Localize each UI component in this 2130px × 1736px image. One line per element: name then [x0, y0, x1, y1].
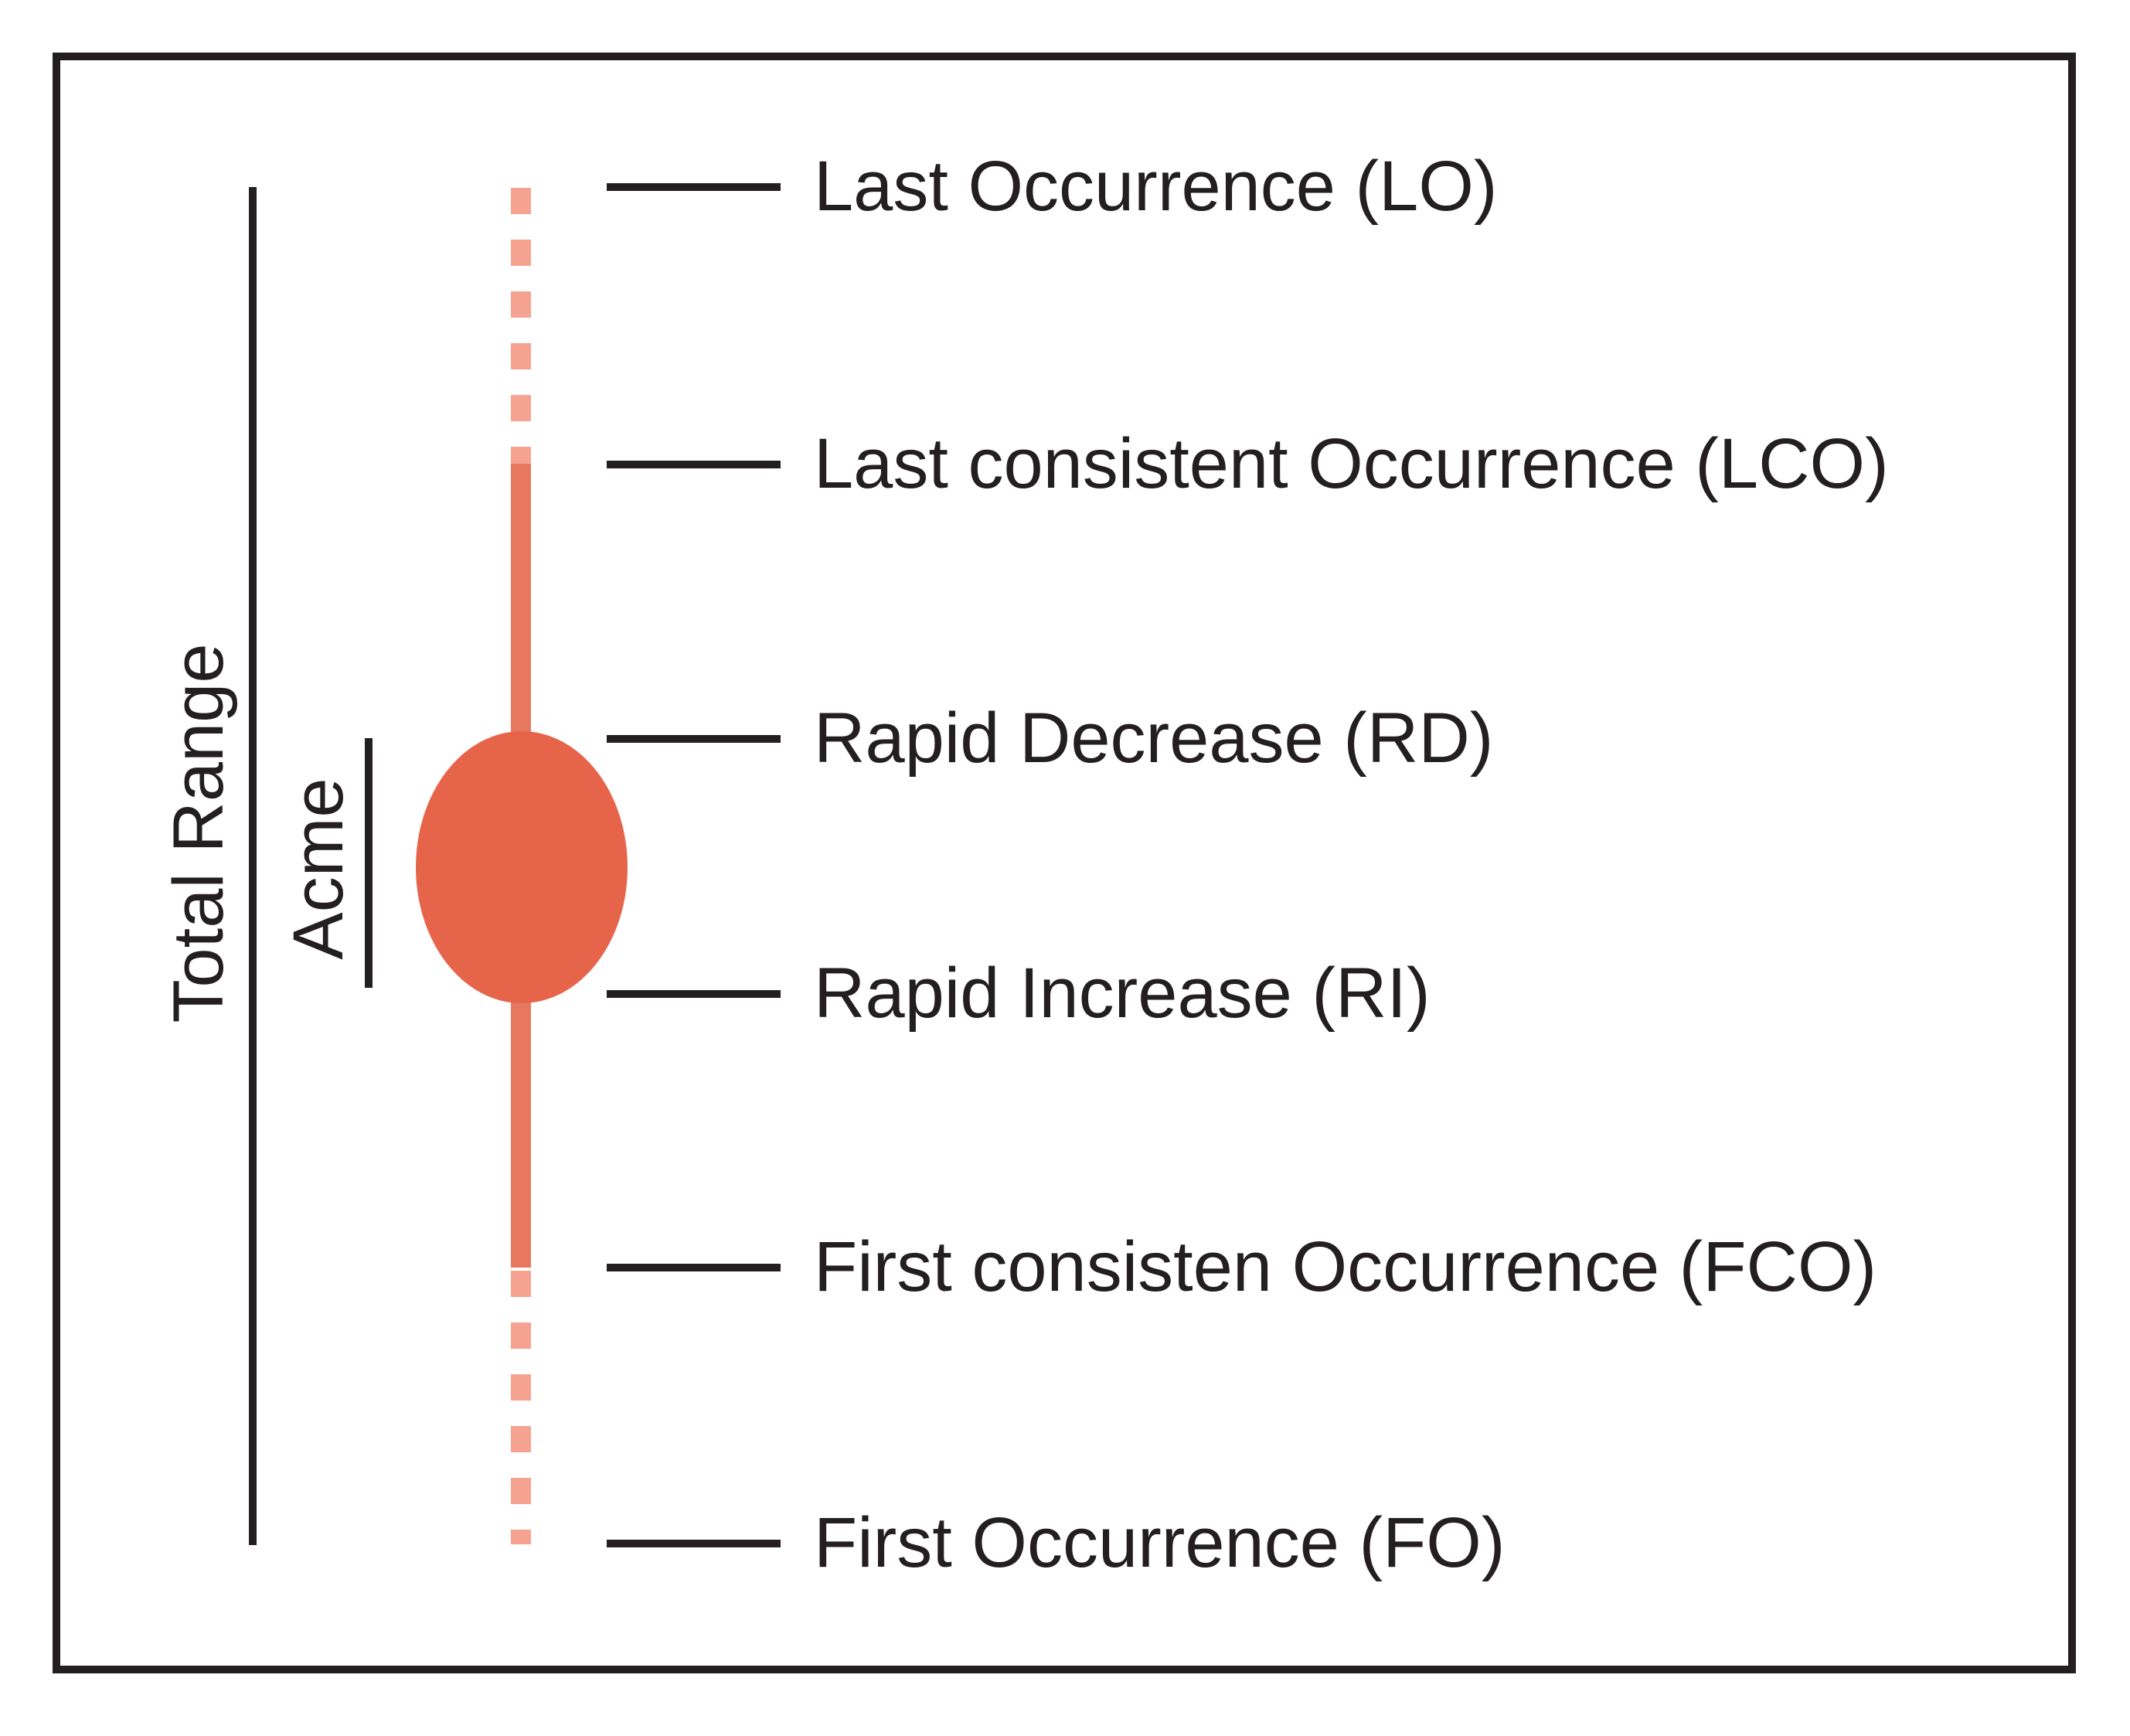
total-range-label: Total Range	[159, 643, 238, 1023]
range-dashed-line-bottom	[511, 1271, 531, 1544]
acme-bracket-line	[365, 738, 373, 988]
label-rapid-decrease: Rapid Decrease (RD)	[814, 699, 1494, 778]
label-rapid-increase: Rapid Increase (RI)	[814, 954, 1431, 1033]
tick-last-occurrence	[607, 183, 781, 191]
label-first-consistent-occurrence: First consisten Occurrence (FCO)	[814, 1227, 1877, 1307]
range-dashed-line-top	[511, 188, 531, 464]
label-first-occurrence: First Occurrence (FO)	[814, 1503, 1506, 1583]
tick-first-occurrence	[607, 1540, 781, 1547]
label-last-occurrence: Last Occurrence (LO)	[814, 147, 1498, 226]
acme-ellipse	[416, 731, 628, 1003]
label-last-consistent-occurrence: Last consistent Occurrence (LCO)	[814, 424, 1889, 504]
tick-last-consistent-occurrence	[607, 461, 781, 468]
tick-rapid-increase	[607, 990, 781, 998]
total-range-bracket-line	[249, 187, 257, 1545]
tick-first-consistent-occurrence	[607, 1264, 781, 1271]
tick-rapid-decrease	[607, 735, 781, 743]
figure-frame	[53, 53, 2076, 1673]
acme-label: Acme	[279, 778, 358, 960]
